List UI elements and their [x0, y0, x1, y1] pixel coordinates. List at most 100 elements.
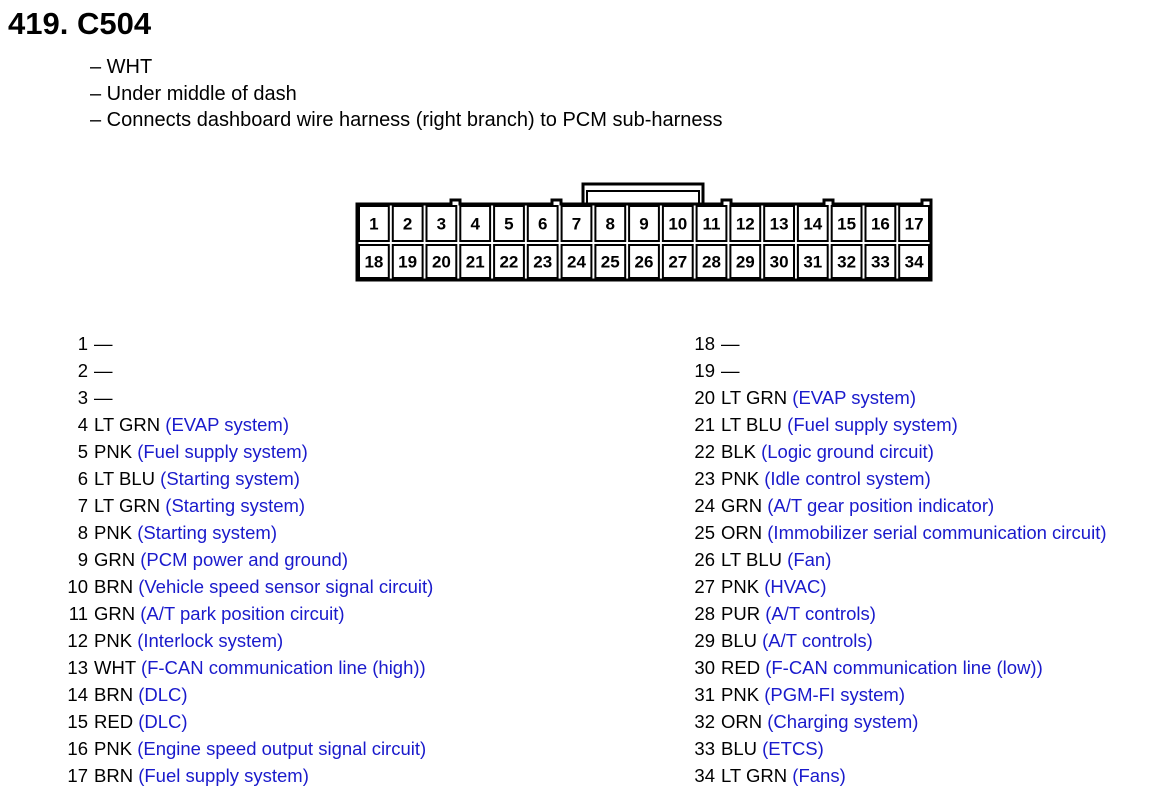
- cavity-number: 20: [432, 253, 451, 272]
- connector-cavity: [358, 244, 390, 279]
- connector-cavity: [594, 205, 627, 242]
- wire-color: LT GRN: [94, 414, 161, 435]
- cavity-number: 13: [770, 215, 789, 234]
- terminal-number: 20: [694, 387, 715, 408]
- circuit-description: (Fuel supply system): [787, 414, 958, 435]
- circuit-description: (HVAC): [764, 576, 827, 597]
- circuit-description: (Engine speed output signal circuit): [137, 738, 427, 759]
- connector-cavity: [391, 244, 424, 279]
- circuit-description: (Logic ground circuit): [761, 441, 934, 462]
- wire-color: GRN: [721, 495, 763, 516]
- circuit-description: (DLC): [138, 684, 188, 705]
- connector-outline: [355, 198, 933, 282]
- connector-title: 419. C504: [8, 6, 152, 41]
- connector-cavity: [560, 205, 593, 242]
- terminal-number: 32: [694, 711, 715, 732]
- wire-color: LT BLU: [94, 468, 156, 489]
- cavity-number: 21: [466, 253, 485, 272]
- wire-color: —: [721, 333, 740, 354]
- cavity-number: 17: [905, 215, 924, 234]
- circuit-description: (ETCS): [762, 738, 824, 759]
- wire-color: BRN: [94, 765, 134, 786]
- wire-color: GRN: [94, 549, 136, 570]
- terminal-number: 14: [67, 684, 88, 705]
- circuit-description: (A/T park position circuit): [140, 603, 345, 624]
- connector-cavity: [391, 205, 424, 242]
- cavity-number: 29: [736, 253, 755, 272]
- wire-color: LT BLU: [721, 549, 783, 570]
- cavity-number: 1: [369, 215, 378, 234]
- wire-color: —: [721, 360, 740, 381]
- circuit-description: (Fuel supply system): [137, 441, 308, 462]
- terminal-number: 9: [77, 549, 88, 570]
- cavity-number: 28: [702, 253, 721, 272]
- cavity-number: 34: [905, 253, 924, 272]
- terminal-row: 3—: [78, 384, 433, 411]
- circuit-description: (A/T gear position indicator): [767, 495, 995, 516]
- cavity-number: 24: [567, 253, 586, 272]
- wire-color: PNK: [721, 684, 760, 705]
- circuit-description: (Starting system): [137, 522, 277, 543]
- cavity-number: 31: [803, 253, 822, 272]
- cavity-number: 33: [871, 253, 890, 272]
- connector-cavity: [425, 205, 458, 242]
- circuit-description: (F-CAN communication line (low)): [765, 657, 1043, 678]
- cavity-number: 11: [703, 215, 721, 234]
- cavity-number: 25: [601, 253, 620, 272]
- connector-cavity: [526, 244, 559, 279]
- wire-color: ORN: [721, 711, 763, 732]
- wire-color: BLK: [721, 441, 756, 462]
- circuit-description: (Starting system): [165, 495, 306, 516]
- circuit-description: (PGM-FI system): [764, 684, 905, 705]
- connector-cavity: [898, 244, 931, 279]
- circuit-description: (EVAP system): [792, 387, 916, 408]
- connector-cavity: [729, 244, 762, 279]
- connector-cavity: [425, 244, 458, 279]
- terminal-number: 13: [67, 657, 88, 678]
- wire-color: PNK: [721, 576, 760, 597]
- cavity-number: 12: [736, 215, 755, 234]
- cavity-number: 8: [605, 215, 614, 234]
- terminal-row: 1—: [78, 330, 433, 357]
- circuit-description: (DLC): [138, 711, 188, 732]
- note-color: – WHT: [90, 56, 153, 78]
- connector-cavity: [830, 244, 863, 279]
- wire-color: PNK: [721, 468, 760, 489]
- wire-color: PUR: [721, 603, 761, 624]
- connector-cavity: [796, 205, 829, 242]
- cavity-number: 3: [437, 215, 446, 234]
- terminal-number: 2: [77, 360, 88, 381]
- terminal-number: 22: [694, 441, 715, 462]
- connector-cavity: [763, 244, 796, 279]
- connector-notes: – WHT – Under middle of dash – Connects …: [90, 54, 723, 134]
- wire-color: ORN: [721, 522, 763, 543]
- terminal-number: 28: [694, 603, 715, 624]
- connector-lock-tab: [581, 182, 705, 204]
- connector-cavity: [594, 244, 627, 279]
- wire-color: LT GRN: [94, 495, 161, 516]
- cavity-number: 30: [770, 253, 789, 272]
- terminal-row: 19—: [694, 357, 1107, 384]
- cavity-number: 15: [837, 215, 856, 234]
- wire-color: LT BLU: [721, 414, 783, 435]
- wire-color: WHT: [94, 657, 136, 678]
- terminal-number: 31: [694, 684, 715, 705]
- terminal-number: 23: [694, 468, 715, 489]
- circuit-description: (Immobilizer serial communication circui…: [767, 522, 1107, 543]
- terminal-number: 6: [77, 468, 88, 489]
- wire-color: BLU: [721, 630, 757, 651]
